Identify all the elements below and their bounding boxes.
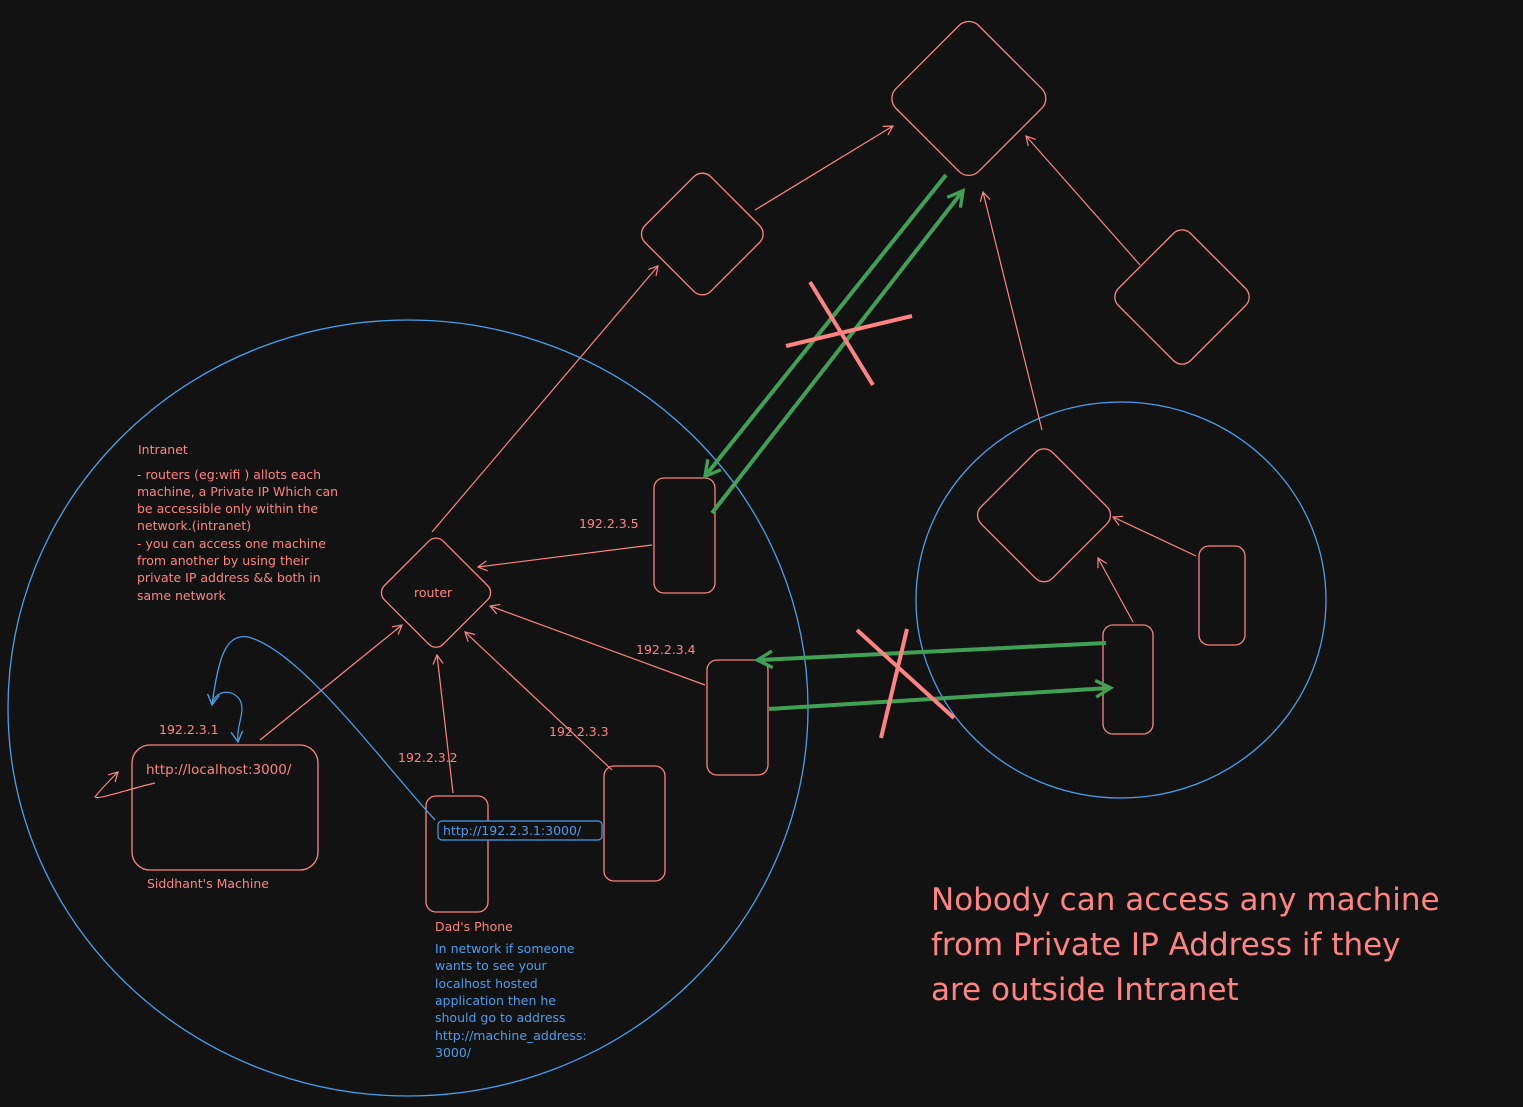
- internet-node-top: [891, 20, 1047, 177]
- blocked-cross-top: [785, 280, 913, 387]
- arrow-device4-to-router: [488, 603, 706, 686]
- device-right-network-1: [1102, 624, 1154, 735]
- headline: Nobody can access any machine from Priva…: [931, 882, 1440, 1008]
- arrow-right-device2-to-router: [1111, 515, 1197, 557]
- headline-line: Nobody can access any machine: [931, 882, 1440, 918]
- dads-phone-box: [425, 795, 489, 913]
- ip-label-1: 192.2.3.1: [159, 722, 219, 737]
- dads-phone-label: Dad's Phone: [435, 919, 513, 934]
- intranet-note: Intranet - routers (eg:wifi ) allots eac…: [137, 442, 338, 603]
- phone-note-line: http://machine_address:: [435, 1028, 587, 1043]
- headline-line: from Private IP Address if they: [931, 927, 1401, 963]
- green-arrow-device4-to-right: [768, 688, 1109, 711]
- localhost-url: http://localhost:3000/: [146, 762, 292, 778]
- siddhant-machine-box: [131, 744, 319, 871]
- blue-loop-to-ip-label: [211, 691, 244, 744]
- green-arrow-internet-to-device5: [706, 173, 948, 475]
- headline-line: are outside Intranet: [931, 972, 1239, 1008]
- green-arrow-right-to-device4: [759, 641, 1107, 660]
- device-192-2-3-4: [706, 659, 769, 776]
- phone-note-line: In network if someone: [435, 941, 575, 956]
- ip-label-3: 192.2.3.3: [549, 724, 609, 739]
- ip-label-5: 192.2.3.5: [579, 516, 639, 531]
- arrow-device3-to-router: [464, 631, 613, 771]
- intranet-note-title: Intranet: [138, 442, 188, 457]
- internet-node-right: [1114, 229, 1250, 365]
- lan-url-box: [437, 820, 603, 841]
- phone-access-note: In network if someone wants to see your …: [435, 941, 587, 1060]
- intranet-circle-right: [915, 401, 1327, 799]
- phone-note-line: 3000/: [435, 1045, 472, 1060]
- intranet-note-line: be accessible only within the: [137, 501, 318, 516]
- arrow-right-device1-to-router: [1097, 556, 1134, 623]
- arrow-right-router-to-top: [979, 190, 1043, 431]
- arrow-router-to-internet: [431, 265, 659, 533]
- lan-url-text: http://192.2.3.1:3000/: [443, 823, 582, 838]
- router-label: router: [414, 585, 453, 600]
- phone-note-line: should go to address: [435, 1010, 566, 1025]
- green-arrow-device5-to-internet: [710, 192, 962, 515]
- phone-note-line: localhost hosted: [435, 976, 538, 991]
- device-192-2-3-5: [653, 477, 716, 594]
- phone-note-line: application then he: [435, 993, 556, 1008]
- ip-label-2: 192.2.3.2: [398, 750, 458, 765]
- red-pointer-to-localhost: [94, 771, 156, 799]
- arrow-phone-to-router: [432, 653, 454, 794]
- intranet-note-line: - routers (eg:wifi ) allots each: [137, 467, 321, 482]
- intranet-note-line: from another by using their: [137, 553, 310, 568]
- internet-node-left: [640, 172, 764, 296]
- blocked-cross-bottom: [855, 628, 956, 739]
- router-node: [380, 537, 492, 648]
- device-right-network-2: [1198, 545, 1246, 646]
- intranet-note-line: - you can access one machine: [137, 536, 326, 551]
- arrow-internet-right-to-top: [1025, 135, 1141, 266]
- intranet-circle-left: [7, 319, 809, 1097]
- ip-label-4: 192.2.3.4: [636, 642, 696, 657]
- router-right-network: [976, 448, 1112, 583]
- intranet-note-line: private IP address && both in: [137, 570, 321, 585]
- arrow-machine-to-router: [259, 624, 403, 741]
- intranet-note-line: machine, a Private IP Which can: [137, 484, 338, 499]
- arrow-device5-to-router: [476, 544, 653, 572]
- device-192-2-3-3: [603, 765, 666, 882]
- intranet-note-line: same network: [137, 588, 227, 603]
- siddhant-machine-label: Siddhant's Machine: [147, 876, 269, 891]
- arrow-internet-left-to-top: [754, 125, 895, 211]
- intranet-note-line: network.(intranet): [137, 518, 251, 533]
- phone-note-line: wants to see your: [435, 958, 548, 973]
- blue-arrow-phone-to-machine: [206, 636, 436, 821]
